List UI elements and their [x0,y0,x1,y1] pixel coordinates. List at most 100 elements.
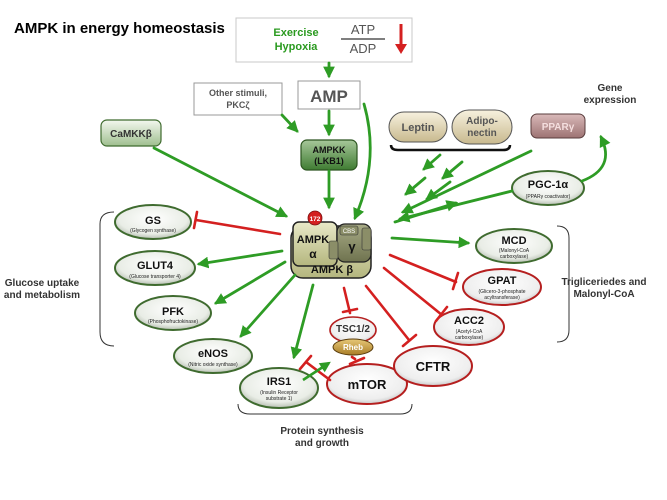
gs-sublabel: (Glycogen synthase) [130,228,176,234]
pgc-node [511,170,585,206]
glucose-bracket [99,211,115,347]
adiponectin-label-2: nectin [467,128,496,139]
mcd-sublabel-2: carboxylase) [500,254,529,260]
glut4-label: GLUT4 [137,260,174,272]
arrow-ampk-to-pgc [393,200,459,224]
ampk-complex: CBS 172 AMPK α γ AMPK β [290,210,372,279]
gene-label-2: expression [584,95,637,106]
pgc-label: PGC-1α [528,179,569,191]
arrow-ampk-to-glut4 [196,249,284,269]
inhibit-gpat-bar [451,271,460,291]
cbs-domain [339,225,359,236]
amp-box [297,80,361,110]
mtor-label: mTOR [348,377,387,392]
mcd-sublabel-1: (Malonyl-CoA [499,248,530,254]
bottom-target-cftr: CFTR [393,345,473,387]
inhibit-irs1-bar [298,354,313,371]
right-target-acc2: ACC2 (Acetyl-CoA carboxylase) [433,308,505,346]
activate-tsc [342,286,352,315]
activate-tsc-bar [341,307,359,314]
bottom-target-rheb: Rheb [332,338,374,356]
ampkk-label: AMPKK [313,145,346,155]
left-target-gs: GS (Glycogen synthase) [114,204,192,240]
ampk-beta-label: AMPK β [311,264,353,276]
inhibit-mtor [350,355,357,361]
atp-label: ATP [351,22,375,37]
hypoxia-label: Hypoxia [275,41,319,53]
arrow-leptin-1 [422,153,442,171]
arrow-pgc-to-ppar [580,134,611,183]
triglyceride-bracket [556,225,570,343]
other-stimuli-label: Other stimuli, [209,88,267,98]
glucose-group-label-1: Glucose uptake [5,278,80,289]
pgc-sublabel: (PPARγ coactivator) [526,194,571,200]
tsc-label: TSC1/2 [336,324,370,335]
irs1-label: IRS1 [267,376,291,388]
gs-label: GS [145,215,161,227]
inhibition-lines [192,210,460,382]
arrow-camkk-to-ampk [152,146,289,218]
gene-label-1: Gene [597,83,622,94]
leptin-node [388,111,448,143]
pfk-sublabel: (Phosphofructokinase) [148,319,198,325]
arrow-leptin-2 [404,176,427,196]
protein-group-label-2: and growth [295,438,349,449]
protein-bracket [237,403,413,415]
left-target-enos: eNOS (Nitric oxide synthase) [173,338,253,374]
cbs-domain-3 [361,227,372,251]
alpha-label: α [309,247,317,261]
inhibit-cftr-bar [401,333,418,348]
acc2-sublabel-1: (Acetyl-CoA [456,329,483,335]
arrow-ampk-to-pfk [213,260,287,305]
gpat-label: GPAT [488,275,517,287]
gamma-label: γ [348,239,356,254]
glucose-group-label-2: and metabolism [4,290,80,301]
inhibit-gs [194,218,282,236]
arrow-ampk-to-enos [239,273,297,338]
arrow-irs1-to-mtor [302,361,331,382]
inhibit-gs-bar [192,210,199,230]
cftr-label: CFTR [416,359,451,374]
protein-group-label-1: Protein synthesis [280,426,364,437]
left-target-glut4: GLUT4 (Glucose transporter 4) [114,250,196,286]
inhibit-acc2-bar [434,305,449,323]
arrow-ampk-to-mcd [390,236,471,249]
right-target-mcd: MCD (Malonyl-CoA carboxylase) [475,228,553,264]
thr-label: 172 [310,216,321,223]
ppar-label: PPARγ [542,122,575,133]
enos-label: eNOS [198,348,228,360]
inhibit-mtor-bar [348,356,366,366]
stimuli-box [235,17,413,63]
trig-group-label-2: Malonyl-CoA [573,289,634,300]
gpat-sublabel-1: (Glicero-3-phosphate [479,289,526,295]
inhibit-cftr [364,284,411,342]
adp-label: ADP [350,41,377,56]
irs1-sublabel-2: substrate 1) [266,396,293,402]
exercise-label: Exercise [273,27,318,39]
amp-label: AMP [310,87,348,106]
glut4-sublabel: (Glucose transporter 4) [129,274,181,280]
camkk-label: CaMKKβ [110,129,152,140]
enos-sublabel: (Nitric oxide synthase) [188,362,238,368]
arrow-ampk-to-irs1 [290,283,315,360]
adiponectin-node [451,109,513,145]
bottom-target-mtor: mTOR [326,363,408,405]
left-target-pfk: PFK (Phosphofructokinase) [134,295,212,331]
arrow-other-to-ampkk [280,113,299,133]
acc2-label: ACC2 [454,315,484,327]
pfk-label: PFK [162,306,184,318]
hormone-bracket [389,144,512,152]
mcd-label: MCD [501,235,526,247]
pkc-label: PKCζ [226,100,249,110]
diagram-title: AMPK in energy homeostasis [14,20,225,37]
ampk-label: AMPK [297,234,329,246]
arrow-adipo-2 [425,180,452,201]
rheb-label: Rheb [343,343,363,352]
bottom-target-irs1: IRS1 (Insulin Receptor substrate 1) [239,367,319,409]
leptin-label: Leptin [402,122,435,134]
acc2-sublabel-2: carboxylase) [455,335,484,341]
irs1-sublabel-1: (Insulin Receptor [260,390,298,396]
camkk-node [100,119,162,147]
